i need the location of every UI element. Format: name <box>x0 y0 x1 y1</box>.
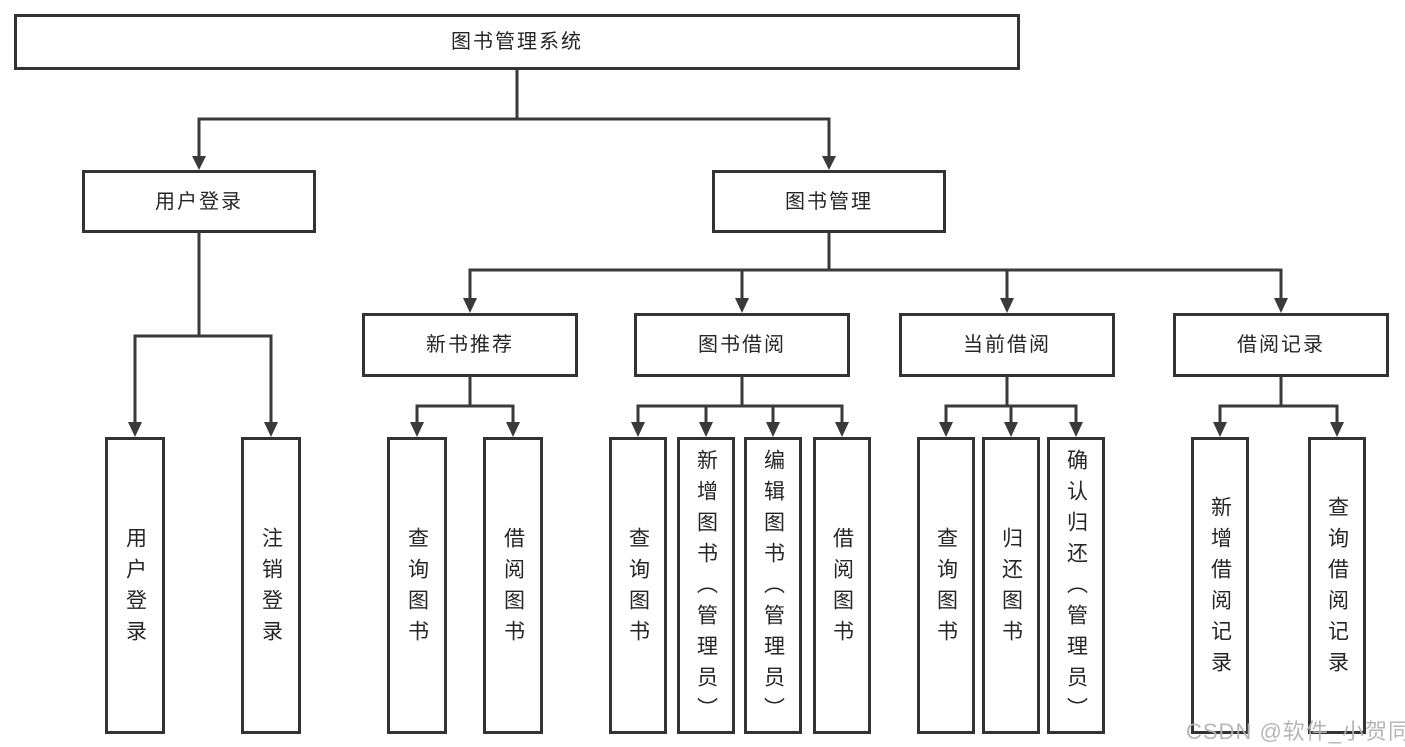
node-leaf-cb-return-book: 归还图书 <box>982 437 1040 734</box>
node-leaf-user-login: 用户登录 <box>105 437 165 734</box>
node-leaf-rec-borrow-book: 借阅图书 <box>483 437 543 734</box>
node-leaf-bb-borrow-book: 借阅图书 <box>813 437 871 734</box>
node-leaf-bb-edit-book-admin: 编辑图书（管理员） <box>744 437 802 734</box>
node-book-borrow: 图书借阅 <box>634 313 850 377</box>
node-leaf-br-query-record: 查询借阅记录 <box>1308 437 1366 734</box>
csdn-watermark: CSDN @软件_小贺同学 <box>1186 719 1405 744</box>
node-leaf-rec-query-book: 查询图书 <box>387 437 447 734</box>
node-book-management: 图书管理 <box>712 170 946 233</box>
node-leaf-logout: 注销登录 <box>241 437 301 734</box>
node-leaf-cb-query-book: 查询图书 <box>917 437 975 734</box>
node-user-login: 用户登录 <box>82 170 316 233</box>
node-leaf-br-add-record: 新增借阅记录 <box>1191 437 1249 734</box>
node-leaf-bb-add-book-admin: 新增图书（管理员） <box>677 437 735 734</box>
node-leaf-bb-query-book: 查询图书 <box>609 437 667 734</box>
node-current-borrow: 当前借阅 <box>899 313 1115 377</box>
node-borrow-record: 借阅记录 <box>1173 313 1389 377</box>
node-leaf-cb-confirm-return-admin: 确认归还（管理员） <box>1047 437 1105 734</box>
node-new-book-recommend: 新书推荐 <box>362 313 578 377</box>
node-root: 图书管理系统 <box>14 14 1020 70</box>
